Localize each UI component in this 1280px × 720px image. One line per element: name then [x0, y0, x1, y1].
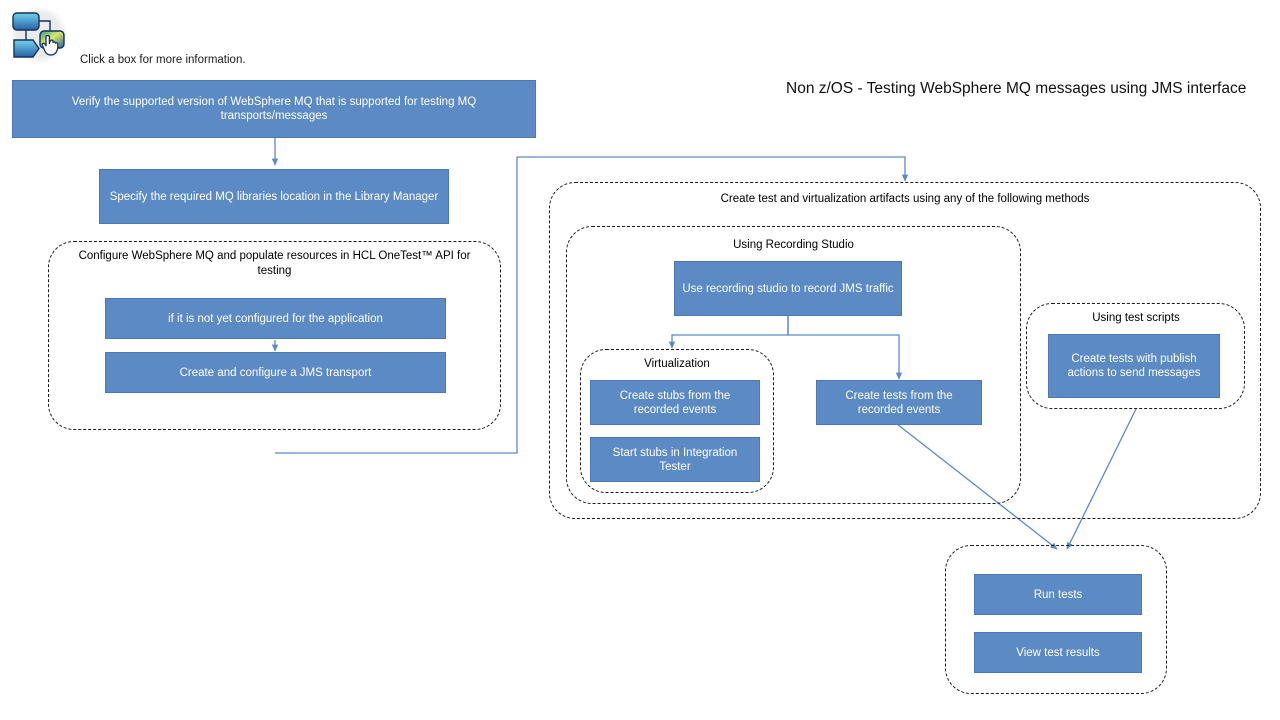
group-results: [945, 545, 1167, 694]
box-run-tests[interactable]: Run tests: [974, 574, 1142, 615]
diagram-title: Non z/OS - Testing WebSphere MQ messages…: [786, 80, 1247, 97]
group-using-test-scripts: [1026, 303, 1245, 409]
group-create-artifacts: [549, 182, 1261, 519]
group-create-artifacts-label: Create test and virtualization artifacts…: [720, 193, 1090, 205]
group-using-test-scripts-label: Using test scripts: [1092, 312, 1180, 324]
group-virtualization: [580, 349, 774, 493]
box-specify-libraries[interactable]: Specify the required MQ libraries locati…: [99, 169, 449, 224]
group-configure-mq: [48, 241, 501, 430]
box-create-jms-transport[interactable]: Create and configure a JMS transport: [105, 352, 446, 393]
box-verify-version[interactable]: Verify the supported version of WebSpher…: [12, 80, 536, 138]
box-not-configured[interactable]: if it is not yet configured for the appl…: [105, 298, 446, 339]
box-create-tests-publish[interactable]: Create tests with publish actions to sen…: [1048, 334, 1220, 398]
group-configure-mq-label: Configure WebSphere MQ and populate reso…: [78, 250, 471, 277]
box-view-test-results[interactable]: View test results: [974, 632, 1142, 673]
flowchart-click-icon: [6, 4, 72, 66]
box-use-recording-studio[interactable]: Use recording studio to record JMS traff…: [674, 261, 902, 316]
box-create-stubs[interactable]: Create stubs from the recorded events: [590, 380, 760, 425]
page-header: Click a box for more information. Shift-…: [0, 0, 1280, 111]
hint-line-1: Click a box for more information.: [80, 54, 246, 66]
group-using-recording-studio: [566, 226, 1021, 504]
group-using-recording-studio-label: Using Recording Studio: [733, 239, 854, 251]
box-start-stubs[interactable]: Start stubs in Integration Tester: [590, 437, 760, 482]
group-virtualization-label: Virtualization: [644, 358, 710, 370]
box-create-tests-recorded[interactable]: Create tests from the recorded events: [816, 380, 982, 425]
